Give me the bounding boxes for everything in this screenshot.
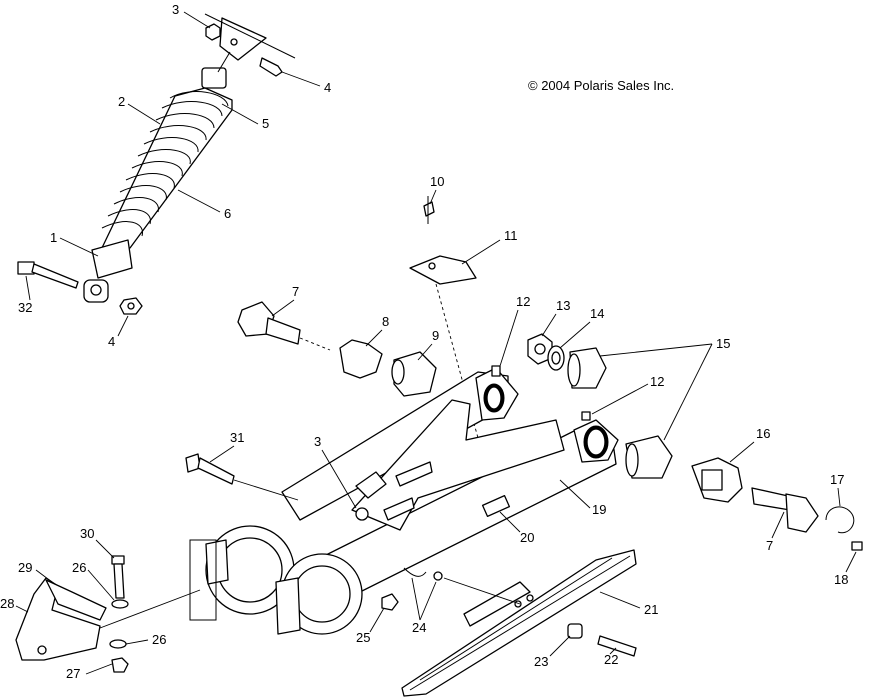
swing-arm-19 xyxy=(189,367,619,635)
nut-4-lower xyxy=(119,297,143,315)
nut-25 xyxy=(381,593,399,611)
callout-32: 32 xyxy=(18,300,32,315)
callout-18: 18 xyxy=(834,572,848,587)
callout-20: 20 xyxy=(520,530,534,545)
callout-15: 15 xyxy=(716,336,730,351)
clip-24 xyxy=(403,567,443,581)
grease-fitting-12-lower xyxy=(581,411,591,421)
clip-bracket-outline xyxy=(189,539,217,621)
callout-7: 7 xyxy=(292,284,299,299)
copyright-text: © 2004 Polaris Sales Inc. xyxy=(528,78,674,93)
callout-2: 2 xyxy=(118,94,125,109)
callout-17: 17 xyxy=(830,472,844,487)
mount-3 xyxy=(355,507,369,521)
spacer-23 xyxy=(567,623,583,639)
bolt-4-upper xyxy=(259,57,283,77)
callout-26: 26 xyxy=(72,560,86,575)
callout-25: 25 xyxy=(356,630,370,645)
callout-23: 23 xyxy=(534,654,548,669)
callout-29: 29 xyxy=(18,560,32,575)
callout-12: 12 xyxy=(516,294,530,309)
bushing-15-upper xyxy=(567,347,607,389)
washer-26-upper xyxy=(111,599,129,609)
callout-6: 6 xyxy=(224,206,231,221)
arm-29 xyxy=(45,579,107,621)
fastener-10 xyxy=(423,196,435,224)
screw-18 xyxy=(851,541,863,551)
callout-31: 31 xyxy=(230,430,244,445)
callout-14: 14 xyxy=(590,306,604,321)
bolt-31 xyxy=(185,453,299,501)
callout-1: 1 xyxy=(50,230,57,245)
shock-absorber xyxy=(83,13,296,303)
shock-upper-eye xyxy=(201,67,227,89)
bracket-11 xyxy=(409,255,477,285)
slide-rail-21 xyxy=(401,549,637,697)
callout-19: 19 xyxy=(592,502,606,517)
bolt-32 xyxy=(17,261,79,289)
upper-mount-bracket xyxy=(219,17,267,61)
bushing-15-lower xyxy=(625,435,673,479)
shock-lower-body xyxy=(91,239,133,279)
callout-10: 10 xyxy=(430,174,444,189)
washer-14 xyxy=(547,345,565,371)
callout-3-lower: 3 xyxy=(314,434,321,449)
nut-27 xyxy=(111,657,129,673)
bolt-22 xyxy=(597,635,637,657)
callout-13: 13 xyxy=(556,298,570,313)
callout-16: 16 xyxy=(756,426,770,441)
callout-26-lower: 26 xyxy=(152,632,166,647)
callout-4-lower: 4 xyxy=(108,334,115,349)
callout-28: 28 xyxy=(0,596,14,611)
callout-11: 11 xyxy=(504,228,518,243)
callout-21: 21 xyxy=(644,602,658,617)
callout-5: 5 xyxy=(262,116,269,131)
callout-8: 8 xyxy=(382,314,389,329)
callout-30: 30 xyxy=(80,526,94,541)
clip-17 xyxy=(825,506,855,534)
callout-12-lower: 12 xyxy=(650,374,664,389)
label-plate-20 xyxy=(481,494,511,518)
bracket-28 xyxy=(15,577,101,661)
pivot-bolt-7-right xyxy=(751,487,819,533)
callout-22: 22 xyxy=(604,652,618,667)
bolt-30 xyxy=(111,555,125,599)
bushing-9 xyxy=(391,351,437,397)
callout-3: 3 xyxy=(172,2,179,17)
callout-4: 4 xyxy=(324,80,331,95)
callout-27: 27 xyxy=(66,666,80,681)
washer-26-lower xyxy=(109,639,127,649)
callout-24: 24 xyxy=(412,620,426,635)
callouts: 1 2 3 4 5 6 7 8 9 10 11 12 13 xyxy=(0,2,857,681)
callout-9: 9 xyxy=(432,328,439,343)
grease-fitting-12-upper xyxy=(491,365,501,377)
pivot-bolt-7-left xyxy=(237,301,331,351)
coil-spring xyxy=(99,87,233,253)
bushing-8 xyxy=(339,339,383,379)
callout-7-right: 7 xyxy=(766,538,773,553)
bushing-16 xyxy=(691,457,743,503)
